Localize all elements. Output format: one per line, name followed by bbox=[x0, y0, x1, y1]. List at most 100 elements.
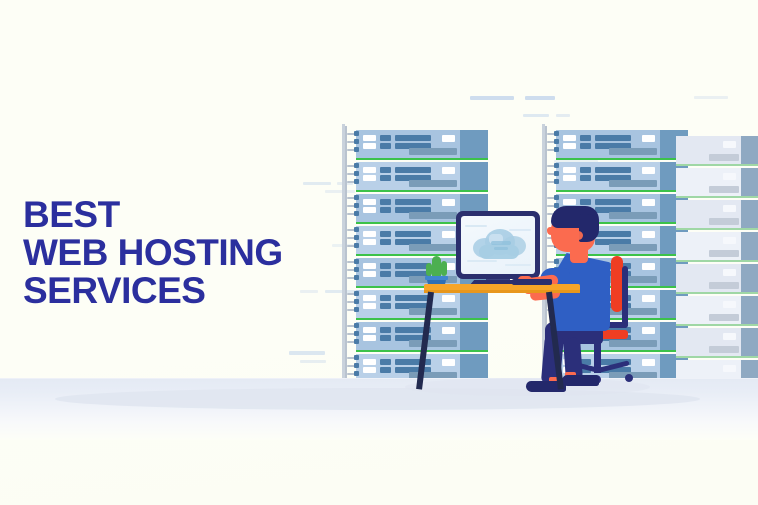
cable-hook bbox=[347, 269, 356, 271]
server-side-panel bbox=[460, 130, 488, 158]
pot-rim bbox=[425, 276, 448, 280]
server-label-bar bbox=[395, 207, 431, 213]
server-label-bar bbox=[395, 263, 431, 269]
server-indicator-bar bbox=[580, 167, 591, 173]
cable-hook bbox=[347, 261, 356, 263]
server-label-bar bbox=[395, 239, 431, 245]
server-label-bar bbox=[395, 327, 431, 333]
server-drive-bar bbox=[609, 212, 657, 219]
server-led-chip bbox=[363, 359, 376, 365]
server-status-line bbox=[556, 222, 688, 224]
cable-plug bbox=[354, 363, 359, 368]
cable-hook bbox=[547, 197, 556, 199]
cable-hook bbox=[347, 133, 356, 135]
server-drive-bar bbox=[709, 282, 739, 289]
chair-column bbox=[594, 339, 601, 373]
server-status-chip bbox=[642, 231, 655, 238]
server-unit bbox=[676, 168, 758, 196]
server-status-line bbox=[556, 190, 688, 192]
server-led-chip bbox=[363, 143, 376, 149]
server-led-chip bbox=[363, 167, 376, 173]
server-status-line bbox=[676, 292, 758, 294]
chair-wheel bbox=[625, 374, 633, 382]
cable-hook bbox=[547, 133, 556, 135]
server-led-chip bbox=[363, 263, 376, 269]
cable-hook bbox=[347, 357, 356, 359]
server-indicator-bar bbox=[380, 231, 391, 237]
server-status-line bbox=[556, 350, 688, 352]
person-shoe-front bbox=[526, 381, 566, 392]
server-label-bar bbox=[595, 239, 631, 245]
server-drive-bar bbox=[409, 212, 457, 219]
screen-line bbox=[467, 260, 497, 262]
server-status-chip bbox=[723, 301, 736, 308]
cable-hook bbox=[347, 213, 356, 215]
server-label-bar bbox=[595, 199, 631, 205]
server-status-chip bbox=[723, 205, 736, 212]
server-drive-bar bbox=[609, 340, 657, 347]
server-unit bbox=[676, 296, 758, 324]
server-label-bar bbox=[395, 295, 431, 301]
server-status-line bbox=[676, 228, 758, 230]
server-drive-bar bbox=[709, 154, 739, 161]
chair-back-arm bbox=[596, 322, 628, 328]
server-drive-bar bbox=[409, 340, 457, 347]
cable-plug bbox=[554, 147, 559, 152]
cable-hook bbox=[347, 165, 356, 167]
cable-plug bbox=[354, 275, 359, 280]
server-led-chip bbox=[363, 335, 376, 341]
screen-line bbox=[505, 264, 531, 266]
server-indicator-bar bbox=[380, 359, 391, 365]
server-unit bbox=[676, 328, 758, 356]
cable-spine bbox=[345, 126, 347, 392]
cable-hook bbox=[347, 205, 356, 207]
server-drive-bar bbox=[609, 148, 657, 155]
server-indicator-bar bbox=[380, 167, 391, 173]
server-label-bar bbox=[395, 367, 431, 373]
cable-plug bbox=[354, 147, 359, 152]
server-drive-bar bbox=[709, 186, 739, 193]
chair-back-support bbox=[622, 266, 628, 328]
server-indicator-bar bbox=[380, 327, 391, 333]
cable-hook bbox=[347, 149, 356, 151]
server-status-chip bbox=[723, 269, 736, 276]
cable-plug bbox=[354, 307, 359, 312]
keyboard bbox=[512, 279, 552, 285]
server-label-bar bbox=[395, 167, 431, 173]
server-drive-bar bbox=[709, 250, 739, 257]
server-status-line bbox=[356, 158, 488, 160]
server-indicator-bar bbox=[380, 199, 391, 205]
server-drive-bar bbox=[709, 314, 739, 321]
server-label-bar bbox=[395, 231, 431, 237]
cable-hook bbox=[347, 141, 356, 143]
cactus-arm-left bbox=[426, 263, 432, 276]
cable-plug bbox=[354, 163, 359, 168]
server-indicator-bar bbox=[380, 367, 391, 373]
cable-hook bbox=[547, 149, 556, 151]
server-led-chip bbox=[363, 207, 376, 213]
decor-dash bbox=[694, 96, 728, 99]
server-status-line bbox=[556, 158, 688, 160]
cable-hook bbox=[347, 277, 356, 279]
server-label-bar bbox=[395, 335, 431, 341]
server-status-chip bbox=[442, 231, 455, 238]
server-status-line bbox=[676, 260, 758, 262]
server-indicator-bar bbox=[380, 175, 391, 181]
server-side-panel bbox=[460, 354, 488, 382]
cable-plug bbox=[554, 259, 559, 264]
server-indicator-bar bbox=[380, 271, 391, 277]
server-status-line bbox=[676, 356, 758, 358]
server-indicator-bar bbox=[380, 239, 391, 245]
cable-plug bbox=[354, 323, 359, 328]
server-status-line bbox=[356, 254, 488, 256]
person-ear bbox=[574, 231, 583, 240]
server-indicator-bar bbox=[380, 295, 391, 301]
cable-hook bbox=[347, 173, 356, 175]
server-indicator-bar bbox=[580, 143, 591, 149]
cable-hook bbox=[547, 165, 556, 167]
decor-dash bbox=[303, 182, 331, 185]
cable-hook bbox=[347, 293, 356, 295]
cable-plug bbox=[554, 203, 559, 208]
server-label-bar bbox=[595, 175, 631, 181]
cable-plug bbox=[354, 267, 359, 272]
